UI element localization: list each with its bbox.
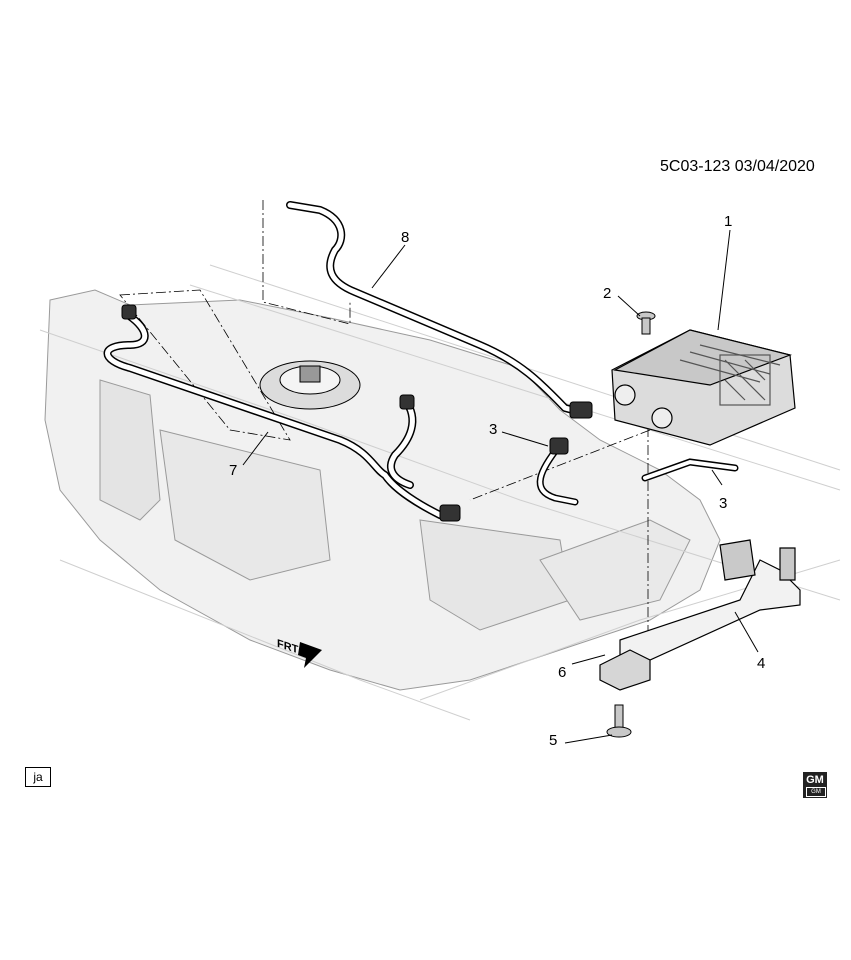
- gm-logo-icon: GM GM: [803, 772, 827, 798]
- callout-8: 8: [401, 229, 410, 246]
- front-arrow-icon: [298, 642, 322, 668]
- evap-canister: [611, 329, 796, 446]
- callout-3b: 3: [719, 495, 728, 512]
- canister-bracket: [619, 539, 801, 663]
- gm-logo-sub: GM: [806, 787, 826, 797]
- gm-logo-text: GM: [806, 774, 824, 786]
- callout-4: 4: [757, 655, 766, 672]
- bolt-2: [636, 311, 656, 335]
- bolt-5: [606, 704, 632, 738]
- callout-3a: 3: [489, 421, 498, 438]
- callout-5: 5: [549, 732, 558, 749]
- callout-6: 6: [558, 664, 567, 681]
- reference-lines: [119, 200, 651, 680]
- fuel-tank: [44, 289, 721, 691]
- hose-fittings: [121, 304, 593, 522]
- document-id: 5C03-123 03/04/2020: [660, 158, 815, 175]
- callout-1: 1: [724, 213, 733, 230]
- fuel-pump-module: [259, 360, 361, 410]
- bracket-clip: [599, 649, 651, 691]
- callout-7: 7: [229, 462, 238, 479]
- view-code-box: ja: [25, 767, 51, 787]
- callout-2: 2: [603, 285, 612, 302]
- callout-leaders: [242, 229, 759, 744]
